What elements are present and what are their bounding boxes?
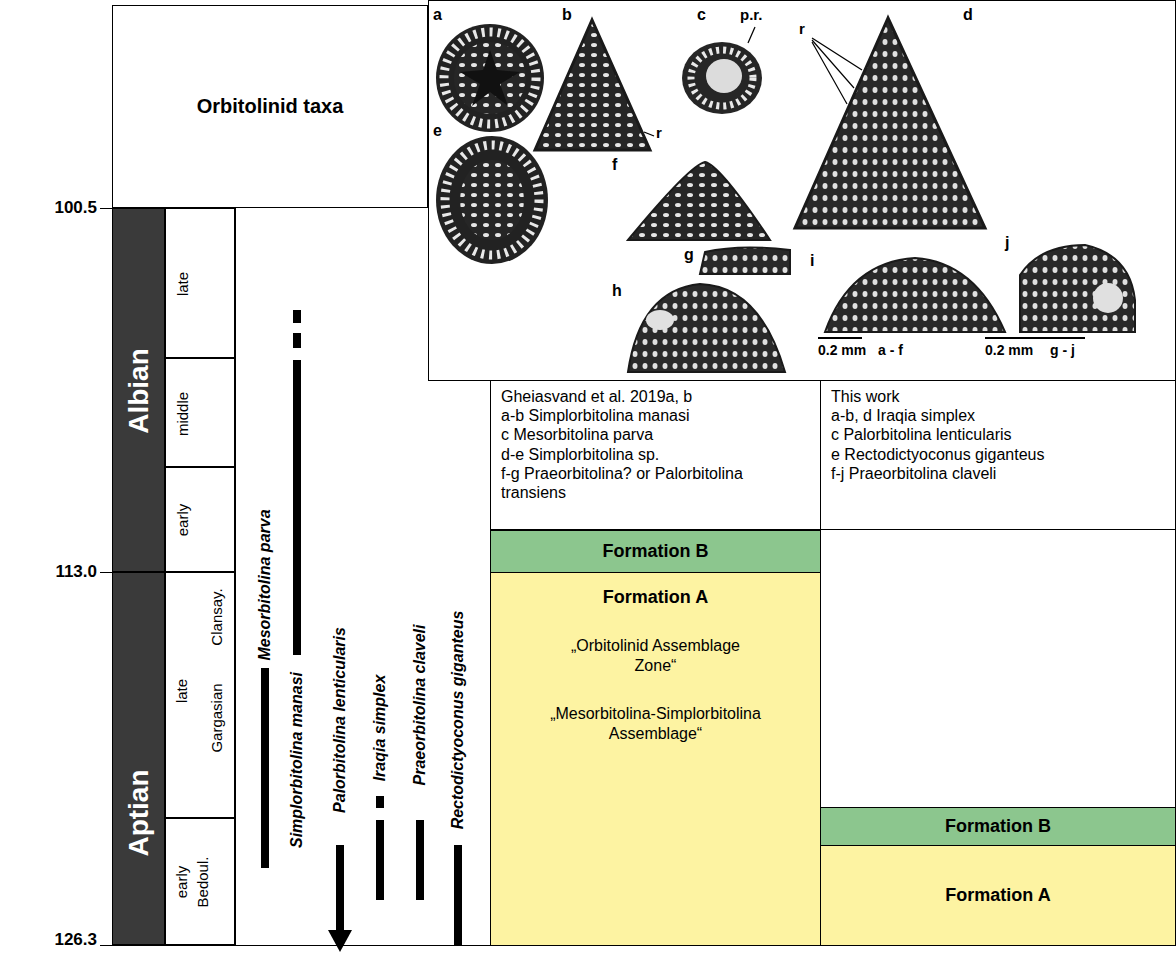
structure-label: r [656,124,662,141]
scale-bars [818,337,1085,339]
cell-title: Orbitolinid taxa [197,95,344,118]
age-label: 126.3 [54,930,97,950]
taxon-label: Palorbitolina lenticularis [331,627,349,813]
figure-letter: j [1005,234,1009,252]
taxon-label: Mesorbitolina parva [256,509,274,660]
formation-band: Formation B [820,807,1176,846]
substage-cell: middle [165,358,235,467]
reference-cell: This worka-b, d Iraqia simplexc Palorbit… [820,380,1176,530]
figure-letter: g [684,246,694,264]
taxon-label: Iraqia simplex [371,675,389,782]
cell-title: early [173,866,190,899]
substage-cell: early [165,467,235,572]
cell-text: „Mesorbitolina-Simplorbitolina Assemblag… [521,704,791,744]
cell-text: „Orbitolinid Assemblage Zone“ [571,636,741,676]
scale-label: a - f [878,342,903,358]
table-lines [100,1,1176,946]
range-bars [261,310,462,952]
cell-title: This work [831,387,1165,406]
substage-cell: late [165,208,235,358]
cell-text: Bedoul. [194,857,211,908]
cell-title: late [173,679,190,703]
cell-title: Formation A [945,885,1050,906]
cell-title: Formation B [603,541,709,562]
cell-text: e Rectodictyoconus giganteus [831,445,1165,464]
formation-band: Formation A „Orbitolinid Assemblage Zone“… [490,572,821,946]
cell-title: middle [174,392,191,436]
structure-label: r [799,20,805,37]
cell-text: c Palorbitolina lenticularis [831,425,1165,444]
scale-label: 0.2 mm [985,342,1033,358]
scale-label: 0.2 mm [818,342,866,358]
cell-title: Aptian [123,769,155,856]
cell-text: d-e Simplorbitolina sp. [501,445,810,464]
age-label: 113.0 [55,562,97,582]
cell-text: a-b Simplorbitolina manasi [501,406,810,425]
cell-title: Formation B [945,816,1051,837]
micrographs [436,18,1135,372]
cell-text: Clansay. [208,588,225,645]
cell-text: c Mesorbitolina parva [501,425,810,444]
reference-cell: Gheiasvand et al. 2019a, ba-b Simplorbit… [490,380,821,530]
structure-label: p.r. [740,6,763,23]
cell-title: early [174,504,191,537]
figure-letter: h [612,282,622,300]
figure-letter: f [612,156,617,174]
formation-band: Formation A [820,845,1176,946]
figure-letter: e [433,122,442,140]
taxon-label: Simplorbitolina manasi [288,672,306,848]
taxon-label: Praeorbitolina claveli [411,625,429,786]
cell-text: Gargasian [208,683,225,752]
cell-text: a-b, d Iraqia simplex [831,406,1165,425]
cell-title: Albian [123,348,155,434]
substage-cell: earlyBedoul. [165,818,235,945]
cell-title: Gheiasvand et al. 2019a, b [501,387,810,406]
scale-label: g - j [1050,342,1075,358]
cell-text: f-j Praeorbitolina claveli [831,464,1165,483]
cell-title: late [174,272,191,296]
formation-band: Formation B [490,530,821,573]
period-band: Albian [112,208,165,572]
age-label: 100.5 [54,198,97,218]
cell-text: f-g Praeorbitolina? or Palorbitolina tra… [501,464,810,502]
figure-letter: b [562,6,572,24]
taxon-label: Rectodictyoconus giganteus [449,611,467,830]
figure-letter: c [697,6,706,24]
substage-cell: late Clansay. Gargasian [165,572,235,818]
header-cell: Orbitolinid taxa [112,5,428,208]
figure-letter: a [433,6,442,24]
figure-letter: i [810,252,814,270]
figure-letter: d [963,6,973,24]
period-band: Aptian [112,572,165,945]
leader-lines [644,27,862,136]
cell-title: Formation A [603,587,708,608]
